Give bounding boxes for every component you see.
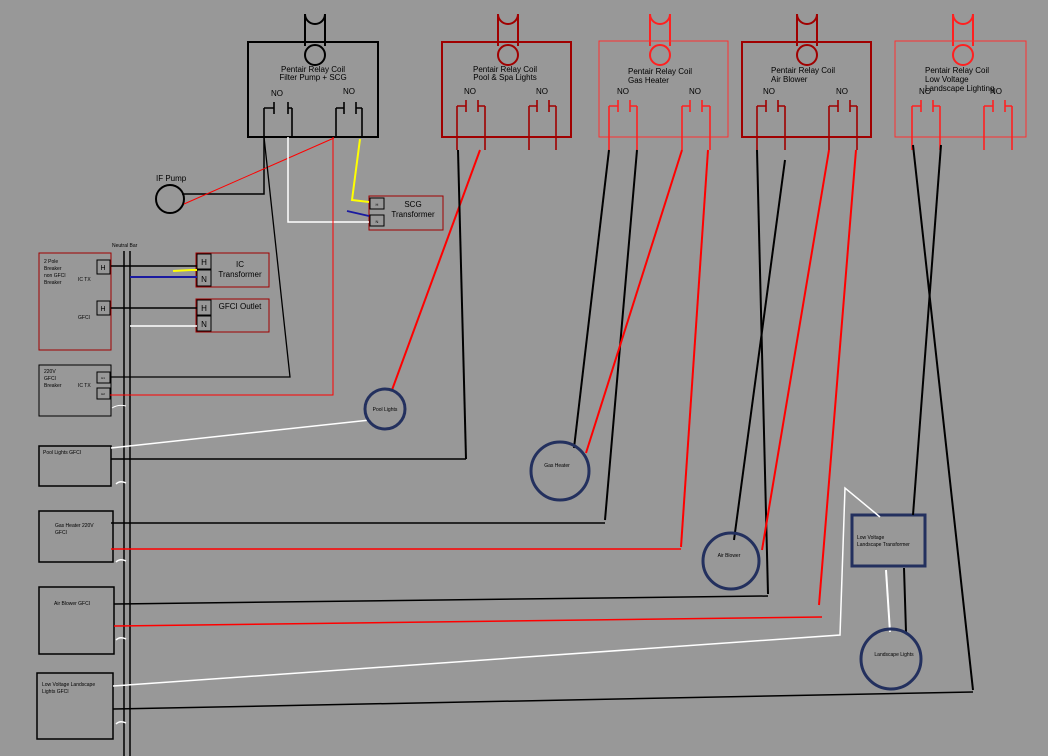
- relay-title: Pentair Relay Coil: [628, 67, 692, 76]
- relay-subtitle: Gas Heater: [628, 76, 669, 85]
- gfci-pool-lights: Pool Lights GFCI: [38, 445, 112, 487]
- breaker-label: GFCI: [44, 376, 56, 382]
- gfci-label: Low Voltage Landscape: [42, 682, 95, 688]
- contact-label: NO: [919, 87, 931, 96]
- lv-transformer-label-2: Landscape Transformer: [857, 542, 910, 548]
- relay-box: [741, 41, 872, 138]
- relay-subtitle: Air Blower: [771, 75, 808, 84]
- breaker-gfci-label: GFCI: [78, 315, 90, 321]
- relay-title: Pentair Relay Coil: [473, 65, 537, 74]
- landscape-lights-device: Landscape Lights: [859, 627, 923, 691]
- contact-label: NO: [990, 87, 1002, 96]
- gfci-label: Air Blower GFCI: [54, 601, 90, 607]
- scg-label: SCG: [404, 200, 421, 209]
- relay-title: Pentair Relay Coil: [925, 66, 989, 75]
- scg-h-terminal: H: [376, 202, 379, 207]
- breaker-220v: 220V GFCI Breaker IC TX H1 H2: [38, 364, 112, 417]
- gas-heater-label: Gas Heater: [544, 463, 570, 469]
- gfci-gas-heater: Gas Heater 220V GFCI: [38, 510, 114, 563]
- scg-label-2: Transformer: [391, 210, 435, 219]
- pool-lights-label: Pool Lights: [373, 407, 398, 413]
- relay-air-blower: Pentair Relay Coil Air Blower NO NO: [741, 13, 872, 150]
- relay-subtitle: Low Voltage Landscape Lighting: [925, 75, 994, 93]
- ic-h-terminal: H: [201, 258, 207, 267]
- gfci-label: Gas Heater 220V: [55, 523, 94, 529]
- gfci-outlet-label: GFCI Outlet: [219, 302, 262, 311]
- gfci-outlet-h-terminal: H: [201, 304, 207, 313]
- relay-box: [247, 41, 379, 138]
- breaker-label: Breaker: [44, 280, 62, 286]
- breaker-h1-terminal: H1: [101, 376, 105, 380]
- relay-box: [598, 40, 729, 138]
- breaker-ic-tx-label: IC TX: [78, 277, 91, 283]
- relay-landscape-lighting: Pentair Relay Coil Low Voltage Landscape…: [894, 13, 1027, 150]
- neutral-bar: Neutral Bar: [112, 243, 138, 756]
- relay-title: Pentair Relay Coil: [281, 65, 345, 74]
- relay-filter-pump: Pentair Relay Coil Filter Pump + SCG NO …: [247, 13, 379, 138]
- air-blower-label: Air Blower: [718, 553, 741, 559]
- breaker-2pole: 2 Pole Breaker non GFCI Breaker H IC TX …: [38, 252, 112, 351]
- pool-lights-device: Pool Lights: [363, 387, 407, 431]
- contact-label: NO: [343, 87, 355, 96]
- breaker-label: 220V: [44, 369, 56, 375]
- gfci-label: Lights GFCI: [42, 689, 69, 695]
- ic-label-2: Transformer: [218, 270, 262, 279]
- wiring: [110, 136, 974, 725]
- landscape-lights-label: Landscape Lights: [874, 652, 914, 658]
- gas-heater-device: Gas Heater: [529, 440, 591, 502]
- gfci-outlet: H N GFCI Outlet: [195, 298, 270, 333]
- breaker-label: 2 Pole: [44, 259, 58, 265]
- gfci-outlet-n-terminal: N: [201, 320, 207, 329]
- contact-label: NO: [271, 89, 283, 98]
- if-pump: IF Pump: [155, 174, 187, 214]
- contact-label: NO: [617, 87, 629, 96]
- gfci-label: Pool Lights GFCI: [43, 450, 81, 456]
- scg-n-terminal: N: [376, 219, 379, 224]
- relay-title: Pentair Relay Coil: [771, 66, 835, 75]
- breaker-label: Breaker: [44, 266, 62, 272]
- contact-label: NO: [689, 87, 701, 96]
- relay-subtitle: Pool & Spa Lights: [473, 73, 537, 82]
- scg-transformer: H N SCG Transformer: [368, 195, 444, 231]
- lv-transformer-label: Low Voltage: [857, 535, 884, 541]
- gfci-label: GFCI: [55, 530, 67, 536]
- relay-box: [441, 41, 572, 138]
- contact-label: NO: [836, 87, 848, 96]
- if-pump-label: IF Pump: [156, 174, 187, 183]
- relay-gas-heater: Pentair Relay Coil Gas Heater NO NO: [598, 13, 729, 150]
- breaker-h2-terminal: H2: [101, 392, 105, 396]
- ic-transformer: H N IC Transformer: [195, 252, 270, 288]
- ic-label: IC: [236, 260, 244, 269]
- relay-box: [894, 40, 1027, 138]
- low-voltage-transformer: Low Voltage Landscape Transformer: [850, 513, 927, 568]
- air-blower-device: Air Blower: [701, 531, 761, 591]
- neutral-bar-label: Neutral Bar: [112, 243, 138, 249]
- contact-label: NO: [536, 87, 548, 96]
- breaker-h-terminal: H: [100, 306, 105, 313]
- gfci-air-blower: Air Blower GFCI: [38, 586, 115, 655]
- contact-label: NO: [464, 87, 476, 96]
- contact-label: NO: [763, 87, 775, 96]
- breaker-ic-tx-label: IC TX: [78, 383, 91, 389]
- breaker-h-terminal: H: [100, 265, 105, 272]
- gfci-landscape-lights: Low Voltage Landscape Lights GFCI: [36, 672, 114, 740]
- breaker-label: non GFCI: [44, 273, 66, 279]
- breaker-label: Breaker: [44, 383, 62, 389]
- relay-subtitle: Filter Pump + SCG: [279, 73, 346, 82]
- relay-pool-spa-lights: Pentair Relay Coil Pool & Spa Lights NO …: [441, 13, 572, 150]
- ic-n-terminal: N: [201, 275, 207, 284]
